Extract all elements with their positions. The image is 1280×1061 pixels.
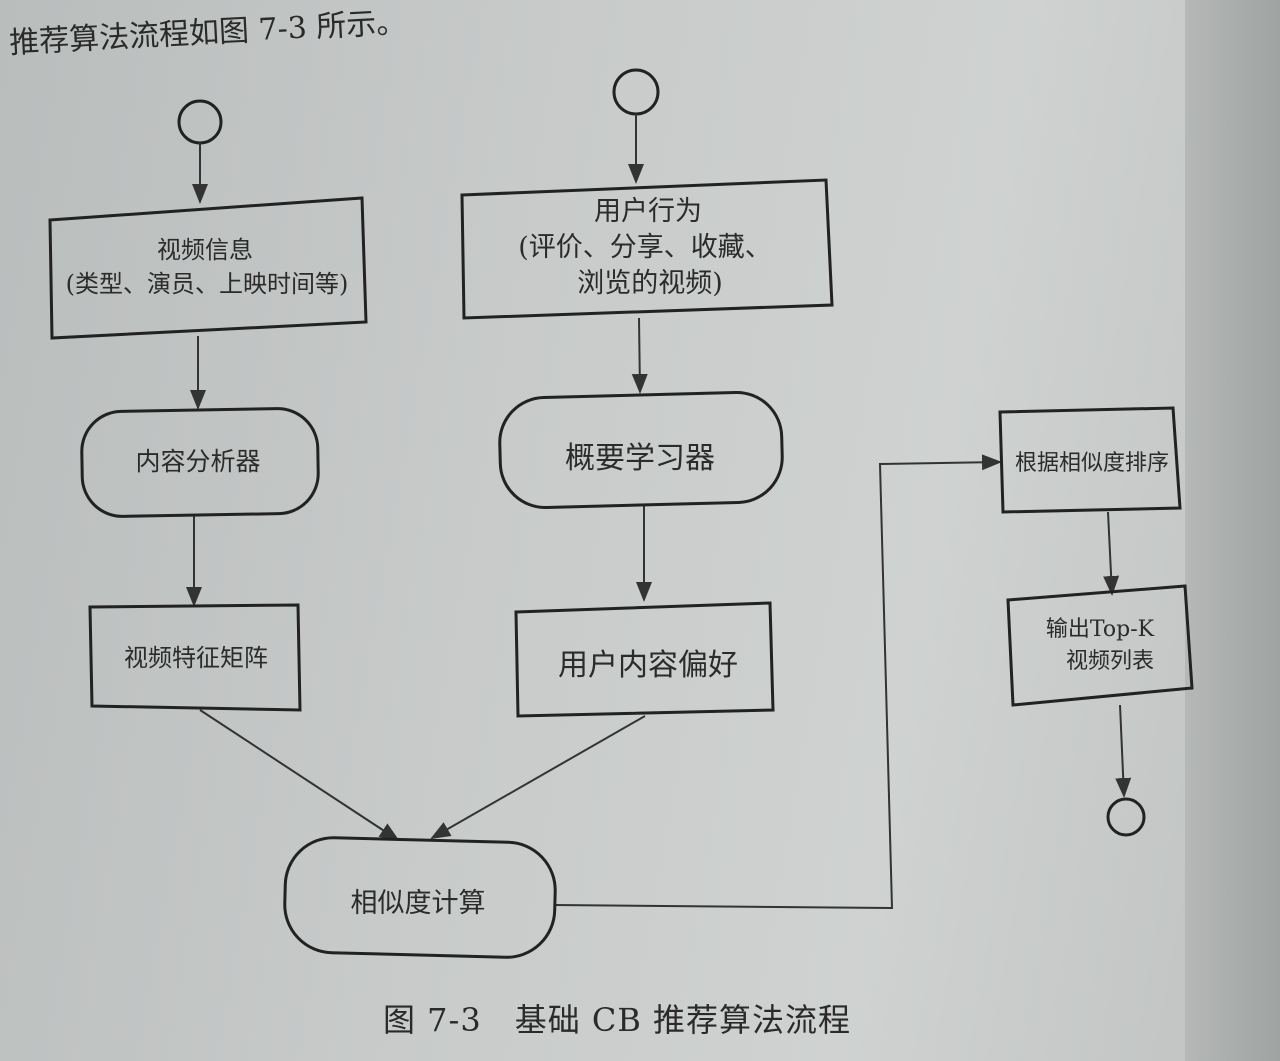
node-output-topk: 输出Top-K 视频列表 — [1006, 584, 1194, 707]
start-node-left — [177, 99, 223, 145]
node-label: 输出Top-K — [1046, 617, 1155, 642]
node-label: 内容分析器 — [135, 447, 260, 476]
node-label: 概要学习器 — [565, 441, 715, 476]
node-label: 视频列表 — [1066, 649, 1154, 674]
end-node — [1106, 797, 1146, 837]
edge — [430, 715, 646, 839]
node-video-info: 视频信息 (类型、演员、上映时间等) — [48, 196, 368, 340]
node-user-content-preference: 用户内容偏好 — [514, 601, 775, 718]
node-label: (类型、演员、上映时间等) — [66, 270, 349, 298]
page-edge — [1185, 0, 1280, 1061]
node-label: 根据相似度排序 — [1015, 451, 1169, 476]
node-similarity-calc: 相似度计算 — [283, 836, 557, 959]
node-label: (评价、分享、收藏、 — [518, 232, 772, 263]
node-label: 用户内容偏好 — [558, 648, 738, 683]
node-label: 视频信息 — [157, 236, 253, 264]
node-user-behavior: 用户行为 (评价、分享、收藏、 浏览的视频) — [460, 178, 834, 320]
edge — [1103, 511, 1120, 596]
node-label: 相似度计算 — [351, 888, 486, 919]
edge — [1115, 704, 1132, 798]
node-video-feature-matrix: 视频特征矩阵 — [88, 603, 302, 712]
node-sort-by-similarity: 根据相似度排序 — [998, 406, 1182, 514]
start-node-right — [612, 68, 660, 116]
edge — [631, 317, 648, 394]
edge — [554, 454, 1002, 910]
node-profile-learner: 概要学习器 — [498, 390, 784, 509]
figure-caption: 图 7-3 基础 CB 推荐算法流程 — [383, 1001, 852, 1039]
node-label: 浏览的视频) — [577, 268, 723, 299]
node-label: 用户行为 — [594, 196, 702, 227]
node-label: 视频特征矩阵 — [124, 644, 268, 672]
edge — [199, 709, 400, 842]
node-content-analyzer: 内容分析器 — [80, 407, 320, 518]
